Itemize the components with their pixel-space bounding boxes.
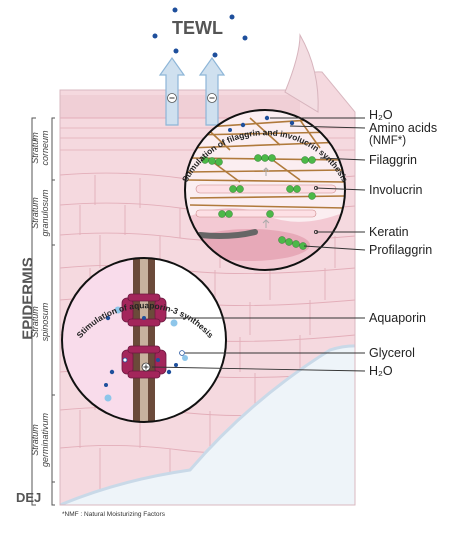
label-profilaggrin: Profilaggrin <box>369 243 433 257</box>
filaggrin-zoom-circle <box>184 109 346 271</box>
label-amino-acids: Amino acids <box>369 121 438 135</box>
layer-brackets <box>31 117 55 506</box>
label-aquaporin: Aquaporin <box>369 311 426 325</box>
label-nmf: (NMF*) <box>369 135 407 147</box>
layer-spinosum-line1: Stratum <box>30 306 40 338</box>
tewl-arrows <box>158 56 226 126</box>
label-keratin: Keratin <box>369 225 409 239</box>
layer-germinativum: Stratum germinativum <box>30 405 50 475</box>
leader-lines <box>151 117 366 372</box>
label-h2o-bottom: H₂O <box>369 364 393 378</box>
tewl-water-dots <box>152 7 248 58</box>
tewl-title: TEWL <box>172 18 223 38</box>
aquaporin-zoom-circle <box>61 257 227 423</box>
footnote: *NMF : Natural Moisturizing Factors <box>62 511 165 518</box>
layer-corneum-line1: Stratum <box>30 132 40 164</box>
label-glycerol: Glycerol <box>369 346 415 360</box>
layer-corneum: Stratum corneum <box>30 118 50 178</box>
dej-label: DEJ <box>16 490 42 505</box>
layer-granulosum-line1: Stratum <box>30 197 40 229</box>
label-h2o-top: H₂O <box>369 108 393 122</box>
label-filaggrin: Filaggrin <box>369 153 417 167</box>
label-involucrin: Involucrin <box>369 183 423 197</box>
layer-corneum-line2: corneum <box>40 130 50 166</box>
layer-spinosum: Stratum spinosum <box>30 292 50 352</box>
layer-granulosum: Stratum granulosum <box>30 183 50 243</box>
layer-spinosum-line2: spinosum <box>40 302 50 342</box>
layer-germinativum-line2: germinativum <box>40 412 50 468</box>
layer-granulosum-line2: granulosum <box>40 189 50 237</box>
aquaporin-proteins <box>121 293 167 379</box>
layer-germinativum-line1: Stratum <box>30 424 40 456</box>
